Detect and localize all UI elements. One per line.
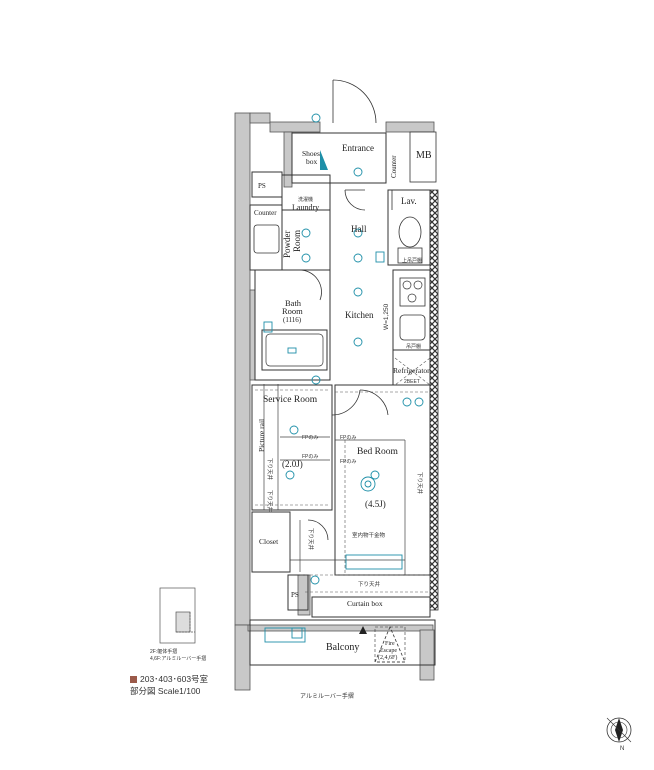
closet-label: Closet [259, 537, 279, 546]
bathtub [261, 329, 328, 371]
toilet-note: 上吊戸棚 [402, 257, 422, 264]
fp-only-note-4: FPのみ [340, 459, 356, 465]
curtain-box-label: Curtain box [347, 599, 383, 608]
kitchen-label: Kitchen [345, 310, 374, 320]
powder-room-label: Powder [282, 231, 292, 259]
laundry-note: 洗濯機 [298, 196, 313, 203]
plan-caption: 203･403･603号室 部分図 Scale1/100 [130, 673, 260, 697]
ps-top-label: PS [258, 182, 266, 190]
bath-room-size: (1116) [283, 316, 302, 324]
sink-note: 吊戸棚 [406, 343, 421, 350]
fire-escape [374, 625, 406, 663]
kitchen-fixtures [399, 277, 426, 341]
fixture-marks [263, 113, 424, 643]
service-room-label: Service Room [263, 395, 318, 405]
lower-ceiling-note-4: 下り天井 [358, 580, 381, 588]
key-plan-notes: 2F:躯体手摺 4,6F:アルミルーバー手摺 [150, 649, 260, 663]
fp-only-note-3: FPのみ [340, 435, 356, 441]
toilet [397, 216, 423, 264]
partitions [263, 384, 406, 575]
fp-only-note-1: FPのみ [302, 435, 318, 441]
hall-label: Hall [351, 224, 367, 234]
lower-ceiling-note-5: 下り天井 [266, 490, 274, 513]
exterior-wall-hatch [429, 189, 439, 611]
shoes-box-marker [320, 150, 328, 170]
counter-powder-label: Counter [254, 209, 277, 217]
mb-label: MB [416, 150, 432, 161]
lav-label: Lav. [401, 196, 417, 206]
compass-north-label: N [620, 746, 624, 752]
walls [234, 112, 435, 691]
counter-entrance-label: Counter [390, 155, 398, 178]
lower-ceiling-note-1: 下り天井 [266, 458, 274, 481]
plan-notes: 下り天井 下り天井 下り天井 下り天井 下り天井 FPのみ FPのみ FPのみ … [266, 257, 424, 588]
picture-rail-label: Picture rail [257, 419, 266, 452]
lower-ceiling-note-3: 下り天井 [307, 528, 315, 551]
fire-escape-label-3: (2,4,6F) [378, 654, 397, 661]
key-plan-line-1: 2F:躯体手摺 [150, 649, 178, 655]
north-arrow-marker [359, 626, 367, 634]
indoor-dryer-note: 室内物干金物 [352, 531, 386, 539]
rail-note: アルミルーバー手摺 [300, 694, 354, 700]
ceiling-dashes [255, 357, 431, 593]
ps-bottom-label: PS [291, 591, 299, 599]
room-labels: Entrance Shoes box Counter MB PS Laundry… [254, 143, 432, 661]
washbasin [253, 224, 280, 254]
key-plan-line-2: 4,6F:アルミルーバー手摺 [150, 656, 207, 662]
scale-label: 部分図 Scale1/100 [130, 686, 201, 696]
fire-escape-label-2: Escape [380, 648, 397, 654]
fridge-note: 2BEET [404, 379, 420, 385]
unit-number: 203･403･603号室 [140, 674, 209, 684]
key-plan [159, 587, 196, 644]
compass-icon [606, 717, 632, 743]
bed-room-label: Bed Room [357, 447, 399, 457]
bath-room-label: Bath [285, 298, 302, 308]
entrance-label: Entrance [342, 143, 374, 153]
shoes-box-label-2: box [306, 157, 318, 166]
powder-room-label-2: Room [292, 230, 302, 252]
lower-ceiling-note-2: 下り天井 [416, 472, 424, 495]
bed-size-label: (4.5J) [365, 499, 386, 509]
fp-only-note-2: FPのみ [302, 454, 318, 460]
fire-escape-label: Fire [385, 641, 395, 647]
mb-box [409, 131, 437, 183]
shoes-box-label: Shoes [302, 149, 320, 158]
service-size-label: (2.0J) [282, 459, 303, 469]
laundry-label: Laundry [292, 203, 319, 212]
unit-color-swatch [130, 676, 137, 684]
kitchen-width-label: W=1,250 [383, 303, 390, 330]
balcony-label: Balcony [326, 642, 359, 653]
bath-room-label-2: Room [282, 306, 303, 316]
refrigerator-label: Refrigerator [393, 366, 430, 375]
doors [299, 79, 393, 541]
